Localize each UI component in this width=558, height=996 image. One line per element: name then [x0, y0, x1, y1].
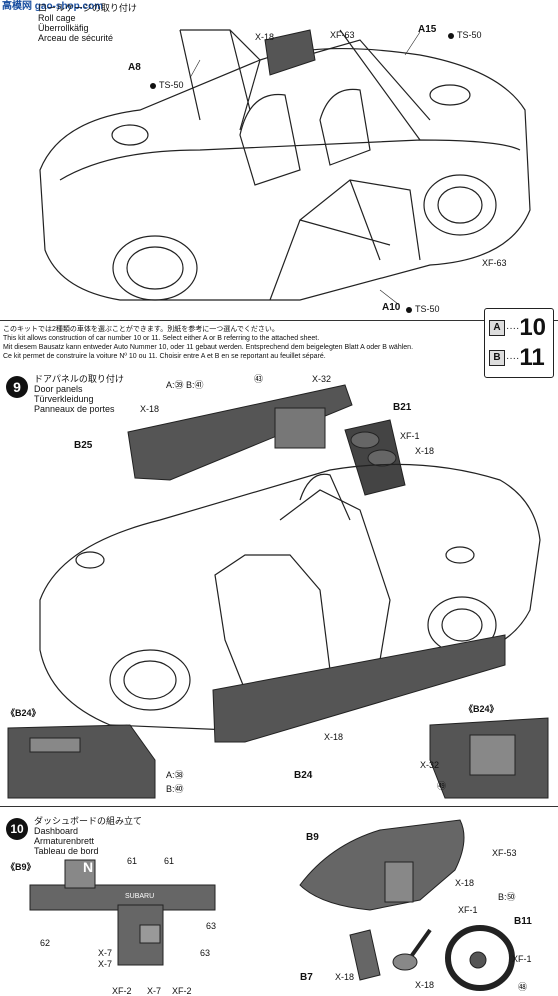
label-x7-b: X-7 [98, 959, 113, 969]
notice-fr: Ce kit permet de construire la voiture N… [3, 353, 326, 360]
label-b24: B24 [294, 770, 313, 781]
version-selector-box: A ···· 10 B ···· 11 [484, 308, 554, 378]
label-61-b: 61 [164, 856, 175, 866]
label-b9: B9 [306, 832, 319, 843]
label-b21: B21 [393, 402, 412, 413]
version-option-a: A ···· 10 [489, 315, 546, 341]
inset-b9-title: 《B9》 [6, 862, 36, 872]
label-x18-left: X-18 [140, 404, 160, 414]
label-xf63-b: XF-63 [482, 258, 507, 268]
label-xf1-step9: XF-1 [400, 431, 420, 441]
step9-title-de: Türverkleidung [34, 394, 94, 404]
label-xf2-b: XF-2 [172, 986, 192, 996]
step8-title-en: Roll cage [38, 13, 76, 23]
label-62: 62 [40, 938, 51, 948]
label-ts50-b: TS-50 [448, 30, 482, 40]
label-x18-bottom: X-18 [324, 732, 344, 742]
separator-1 [0, 320, 558, 321]
step9-number: 9 [6, 376, 28, 398]
inset-left-b: B:㊵ [166, 784, 184, 794]
label-b11: B11 [514, 916, 532, 927]
label-x7-c: X-7 [147, 986, 162, 996]
notice-en: This kit allows construction of car numb… [3, 335, 320, 342]
version-b-number: 11 [519, 344, 545, 371]
step8-title-de: Überrollkäfig [38, 23, 89, 33]
step9-title-en: Door panels [34, 384, 83, 394]
step8-title-fr: Arceau de sécurité [38, 33, 114, 43]
label-a8: A8 [128, 62, 141, 73]
label-xf53: XF-53 [492, 848, 517, 858]
version-a-key: A [489, 320, 505, 336]
label-ts50-a: TS-50 [150, 80, 184, 90]
step10-number: 10 [6, 818, 28, 840]
label-x18: X-18 [255, 32, 275, 42]
label-x18-right: X-18 [415, 446, 435, 456]
label-63-b: 63 [200, 948, 211, 958]
label-63-step9: ㊸ [254, 374, 264, 384]
inset-left-title: 《B24》 [6, 708, 41, 718]
label-b65: B:㊿ [498, 892, 516, 902]
version-a-dots: ···· [506, 322, 520, 334]
label-x18-dash-c: X-18 [415, 980, 435, 990]
label-b25: B25 [74, 440, 93, 451]
label-x32-inset: X-32 [420, 760, 440, 770]
label-b7: B7 [300, 972, 313, 983]
separator-2 [0, 806, 558, 807]
step8-assembly-drawing [39, 29, 531, 305]
label-xf63-a: XF-63 [330, 30, 355, 40]
step10-title-fr: Tableau de bord [34, 846, 99, 856]
step10-title-jp: ダッシュボードの組み立て [34, 816, 143, 826]
label-ts50-c: TS-50 [406, 304, 440, 314]
step9-title-jp: ドアパネルの取り付け [34, 374, 124, 384]
step8-title-jp: ロールケージの取り付け [38, 3, 137, 13]
version-a-number: 10 [519, 314, 547, 341]
version-b-dots: ···· [506, 352, 520, 364]
step9-title-fr: Panneaux de portes [34, 404, 115, 414]
label-ab-39-41: A:㊴ B:㊶ [166, 380, 204, 390]
label-x18-dash-a: X-18 [455, 878, 475, 888]
watermark: 高模网 gao-shop.com [2, 1, 104, 12]
inset-left-a: A:㊳ [166, 770, 184, 780]
notice-jp: このキットでは2種類の車体を選ぶことができます。別紙を参考に一つ選んでください。 [3, 326, 279, 333]
label-x18-dash-b: X-18 [335, 972, 355, 982]
step10-title-de: Armaturenbrett [34, 836, 95, 846]
inset-right-title: 《B24》 [464, 704, 499, 714]
label-69: ㊾ [437, 781, 447, 791]
label-xf1-dash-b: XF-1 [512, 954, 532, 964]
label-a10: A10 [382, 302, 401, 313]
label-xf2-a: XF-2 [112, 986, 132, 996]
label-xf1-dash-a: XF-1 [458, 905, 478, 915]
step10-title-en: Dashboard [34, 826, 79, 836]
version-option-b: B ···· 11 [489, 345, 545, 371]
label-63-a: 63 [206, 921, 217, 931]
label-64: ㊽ [518, 982, 528, 992]
label-61-a: 61 [127, 856, 138, 866]
version-b-key: B [489, 350, 505, 366]
notice-de: Mit diesem Bausatz kann entweder Auto Nu… [3, 344, 414, 351]
label-x7-a: X-7 [98, 948, 113, 958]
inset-gear-indicator: N [83, 859, 94, 875]
label-a15: A15 [418, 24, 437, 35]
inset-subaru-logo: SUBARU [125, 893, 155, 900]
label-x32-top: X-32 [312, 374, 332, 384]
